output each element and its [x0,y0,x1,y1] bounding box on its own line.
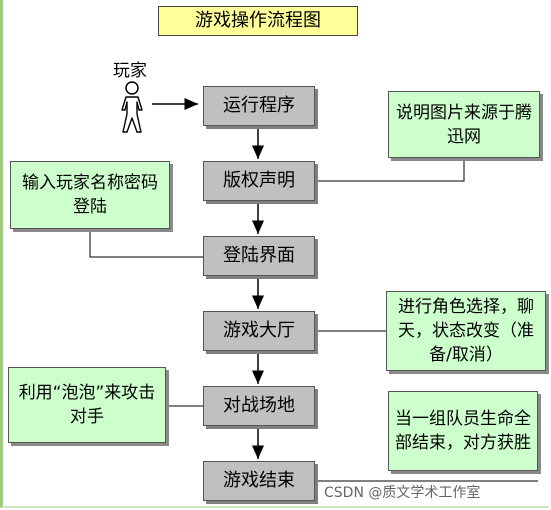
step-lobby: 游戏大厅 [203,311,315,351]
step-run-program: 运行程序 [203,86,315,126]
stick-figure-icon [121,81,143,133]
watermark: CSDN @质文学术工作室 [324,482,481,502]
diagram-title: 游戏操作流程图 [158,6,358,36]
note-battle: 利用“泡泡”来攻击对手 [8,367,166,443]
step-game-over: 游戏结束 [203,461,315,501]
actor-label: 玩家 [113,61,147,81]
step-copyright: 版权声明 [203,161,315,201]
note-game-end: 当一组队员生命全部结束，对方获胜 [388,391,538,471]
note-lobby: 进行角色选择，聊天，状态改变（准备/取消） [386,291,546,371]
connector-login [89,229,203,258]
note-image-source: 说明图片来源于腾迅网 [388,91,540,158]
step-battle: 对战场地 [203,386,315,426]
note-login: 输入玩家名称密码登陆 [10,161,170,229]
step-login: 登陆界面 [203,236,315,276]
connector-image-source [314,158,465,182]
